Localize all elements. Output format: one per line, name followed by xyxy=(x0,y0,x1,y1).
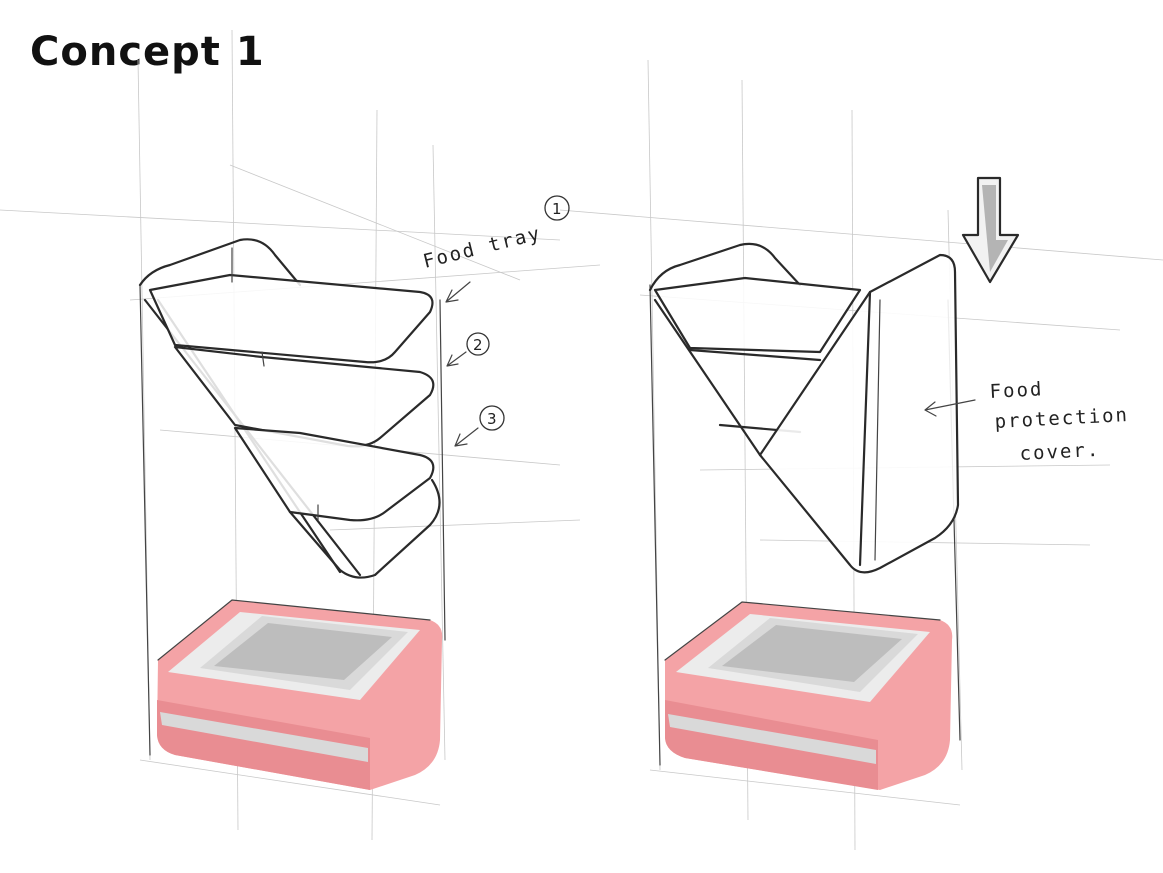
cover-label-line3: cover. xyxy=(1019,439,1101,465)
down-arrow-icon xyxy=(963,178,1018,282)
right-base-unit xyxy=(665,602,952,790)
cover-label-line1: Food xyxy=(989,378,1044,403)
right-sketch-covered-rack xyxy=(650,178,1018,790)
food-tray-2 xyxy=(175,347,433,446)
tray-2-number: 2 xyxy=(473,336,483,354)
left-sketch-tray-rack xyxy=(140,239,445,790)
food-tray-3 xyxy=(235,428,433,520)
left-base-unit xyxy=(157,600,442,790)
tray-1-number: 1 xyxy=(552,200,562,218)
tray-3-number: 3 xyxy=(487,410,497,428)
concept-title: Concept 1 xyxy=(30,29,265,75)
cover-label-line2: protection xyxy=(994,404,1129,433)
